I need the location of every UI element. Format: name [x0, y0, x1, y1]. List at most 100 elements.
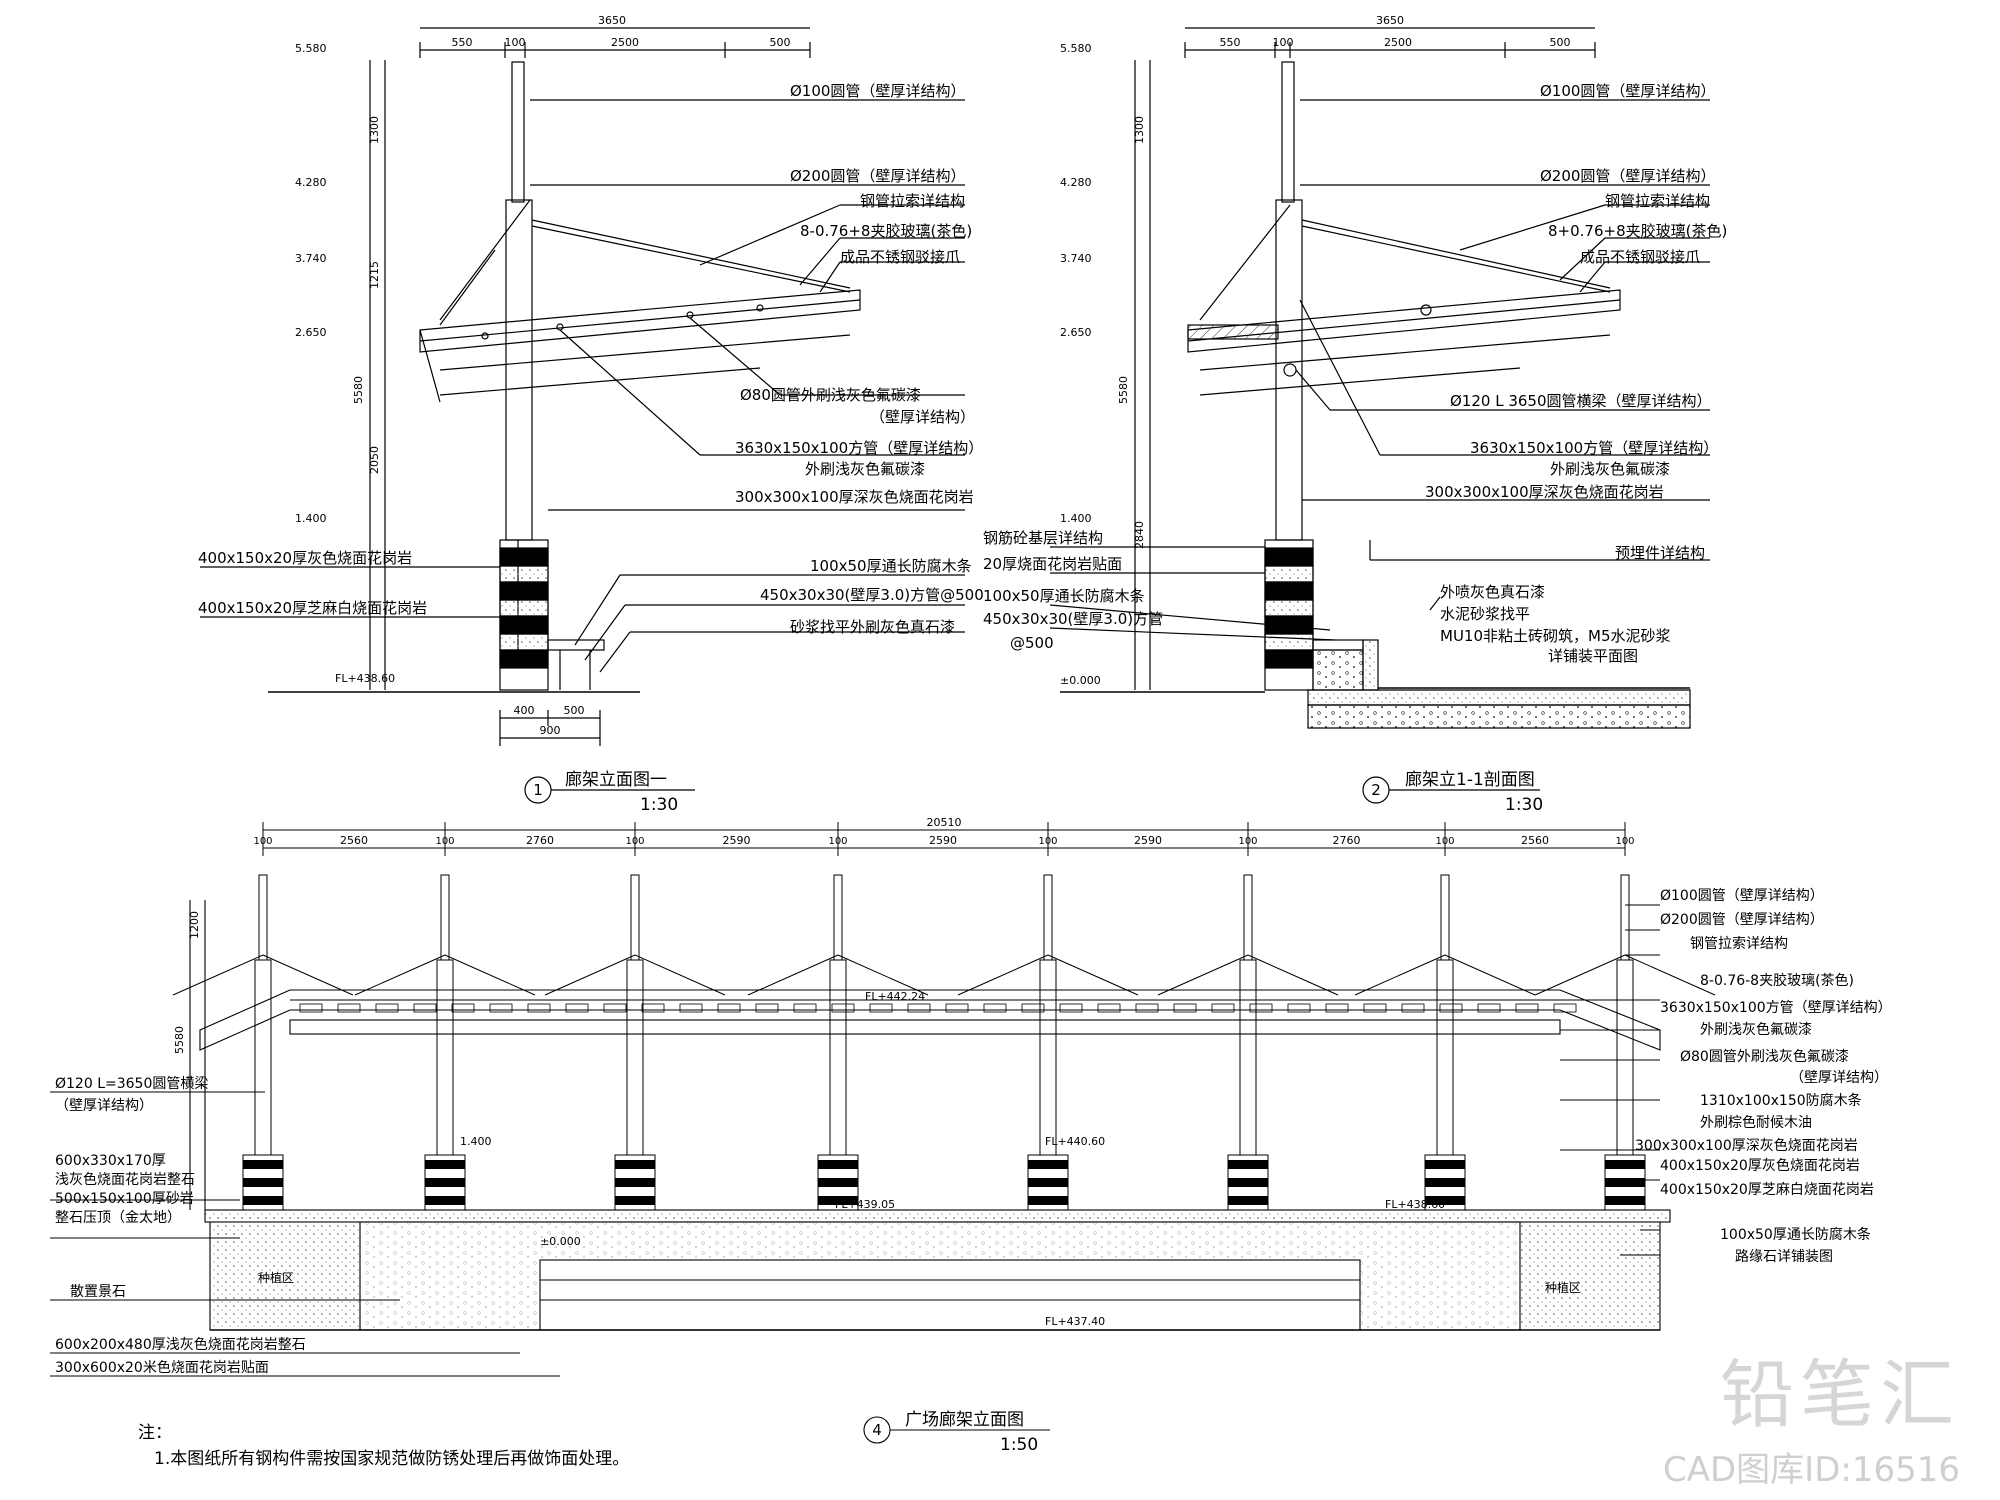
v4-roof-slat: [1211, 1003, 1235, 1013]
v4-roof-slat: [1363, 1003, 1387, 1013]
v4-left-label-1: （壁厚详结构）: [55, 1098, 153, 1114]
v4-roof-slat: [603, 1003, 627, 1013]
v2-left-label-2: 100x50厚通长防腐木条: [983, 587, 1145, 605]
view-2-section: [1049, 27, 1710, 804]
v4-right-label-0: Ø100圆管（壁厚详结构）: [1660, 888, 1824, 904]
v2-label-6: 3630x150x100方管（壁厚详结构）: [1470, 439, 1718, 457]
v4-roof-slat: [679, 1003, 703, 1013]
v4-roof-slat: [831, 1003, 855, 1013]
v4-col-width: 100: [253, 836, 272, 847]
v4-roof-slat: [489, 1003, 513, 1013]
v2-label-8: 300x300x100厚深灰色烧面花岗岩: [1425, 483, 1664, 501]
v2-label-3: 8+0.76+8夹胶玻璃(茶色): [1548, 222, 1727, 240]
v1-label-5: Ø80圆管外刷浅灰色氟碳漆: [740, 386, 921, 404]
v2-ground-label-2: MU10非粘土砖砌筑，M5水泥砂浆: [1440, 627, 1671, 645]
v4-right-label-2: 钢管拉索详结构: [1690, 935, 1788, 952]
v2-label-1: Ø200圆管（壁厚详结构）: [1540, 167, 1715, 185]
v2-title: 廊架立1-1剖面图: [1405, 770, 1535, 790]
v4-right-label-7: （壁厚详结构）: [1790, 1070, 1888, 1086]
v4-roof-slat: [1097, 1003, 1121, 1013]
v4-roof-slat: [1249, 1003, 1273, 1013]
v2-dim-h4: 2840: [1133, 521, 1146, 549]
v4-right-label-8: 1310x100x150防腐木条: [1700, 1092, 1862, 1109]
v1-level-1: 4.280: [295, 176, 327, 189]
v2-level-1: 4.280: [1060, 176, 1092, 189]
v4-column: [1534, 874, 1716, 1211]
v1-scale: 1:30: [640, 795, 678, 815]
v4-right-label-1: Ø200圆管（壁厚详结构）: [1660, 912, 1824, 928]
v4-span-label: 2560: [1521, 834, 1549, 847]
v2-dim-h1: 1300: [1133, 116, 1146, 144]
v1-label-12: 砂浆找平外刷灰色真石漆: [790, 618, 955, 636]
v2-ground-label-1: 水泥砂浆找平: [1440, 605, 1530, 623]
v4-roof-slat: [641, 1003, 665, 1013]
v4-left-label-8: 300x600x20米色烧面花岗岩贴面: [55, 1359, 269, 1376]
v1-level-0: 5.580: [295, 42, 327, 55]
v1-dim-w1: 400: [514, 704, 535, 717]
v4-roof-slat: [1021, 1003, 1045, 1013]
v4-span-label: 2560: [340, 834, 368, 847]
v4-col-width: 100: [625, 836, 644, 847]
v4-roof-slat: [1477, 1003, 1501, 1013]
v4-title-number: 4: [872, 1421, 882, 1439]
view-1-text: 3650 550 100 2500 500 1300 1215 5580 205…: [198, 14, 984, 815]
v4-left-label-0: Ø120 L=3650圆管横梁: [55, 1076, 208, 1092]
v1-dim-h4: 2050: [368, 446, 381, 474]
v4-roof-slat: [907, 1003, 931, 1013]
v4-span-label: 2590: [723, 834, 751, 847]
v2-level-0: 5.580: [1060, 42, 1092, 55]
v4-right-label-4: 3630x150x100方管（壁厚详结构）: [1660, 1000, 1892, 1016]
v2-dim-b: 100: [1273, 36, 1294, 49]
v4-zone-1: 种植区: [1545, 1280, 1581, 1295]
v4-left-label-5: 整石压顶（金太地）: [55, 1210, 181, 1226]
v1-dim-h1: 1300: [368, 116, 381, 144]
v4-column: [957, 874, 1139, 1211]
v2-level-5: ±0.000: [1060, 674, 1101, 687]
v2-label-4: 成品不锈钢驳接爪: [1580, 248, 1700, 266]
v4-left-label-6: 散置景石: [70, 1284, 126, 1300]
v2-left-label-4: @500: [1010, 634, 1054, 652]
v4-column: [1354, 874, 1536, 1211]
v4-column: [354, 874, 536, 1211]
v4-roof-slat: [375, 1003, 399, 1013]
v4-level-0: FL+442.24: [865, 990, 925, 1003]
v1-dim-w2: 500: [564, 704, 585, 717]
v1-title: 廊架立面图一: [565, 770, 667, 790]
v1-label-4: 成品不锈钢驳接爪: [840, 248, 960, 266]
v2-label-2: 钢管拉索详结构: [1605, 192, 1710, 210]
v4-col-width: 100: [1038, 836, 1057, 847]
v2-dim-total: 3650: [1376, 14, 1404, 27]
v2-ground-label-3: 详铺装平面图: [1548, 647, 1638, 665]
v4-roof-slat: [1439, 1003, 1463, 1013]
v1-label-7: 3630x150x100方管（壁厚详结构）: [735, 439, 983, 457]
view-2-text: 3650 550 100 2500 500 1300 5580 2840 5.5…: [983, 14, 1727, 815]
v2-dim-a: 550: [1220, 36, 1241, 49]
v4-level-4: FL+437.40: [1045, 1315, 1105, 1328]
v4-span-label: 2760: [526, 834, 554, 847]
v4-col-width: 100: [1238, 836, 1257, 847]
v2-level-2: 3.740: [1060, 252, 1092, 265]
v2-left-label-0: 钢筋砼基层详结构: [983, 529, 1103, 547]
brand-logo-text: 铅笔汇: [1720, 1352, 1960, 1438]
v1-dim-h2: 1215: [368, 261, 381, 289]
v4-col-width: 100: [828, 836, 847, 847]
v2-label-5: Ø120 L 3650圆管横梁（壁厚详结构）: [1450, 392, 1712, 410]
v4-roof-slat: [1553, 1003, 1577, 1013]
v1-title-number: 1: [533, 781, 543, 799]
v4-roof-slat: [1401, 1003, 1425, 1013]
v2-label-0: Ø100圆管（壁厚详结构）: [1540, 82, 1715, 100]
v4-right-label-14: 路缘石详铺装图: [1735, 1249, 1833, 1265]
v2-dim-d: 500: [1550, 36, 1571, 49]
notes-block: 注： 1.本图纸所有钢构件需按国家规范做防锈处理后再做饰面处理。: [138, 1420, 629, 1472]
v4-col-width: 100: [1615, 836, 1634, 847]
v4-span-label: 2590: [929, 834, 957, 847]
v1-label-3: 8-0.76+8夹胶玻璃(茶色): [800, 222, 972, 240]
v4-roof-slat: [1287, 1003, 1311, 1013]
v4-right-label-13: 100x50厚通长防腐木条: [1720, 1226, 1871, 1243]
v4-right-label-10: 300x300x100厚深灰色烧面花岗岩: [1635, 1137, 1858, 1154]
v2-level-4: 1.400: [1060, 512, 1092, 525]
v4-right-label-9: 外刷棕色耐候木油: [1700, 1114, 1812, 1131]
v4-level-6: ±0.000: [540, 1235, 581, 1248]
v4-column: [172, 874, 354, 1211]
